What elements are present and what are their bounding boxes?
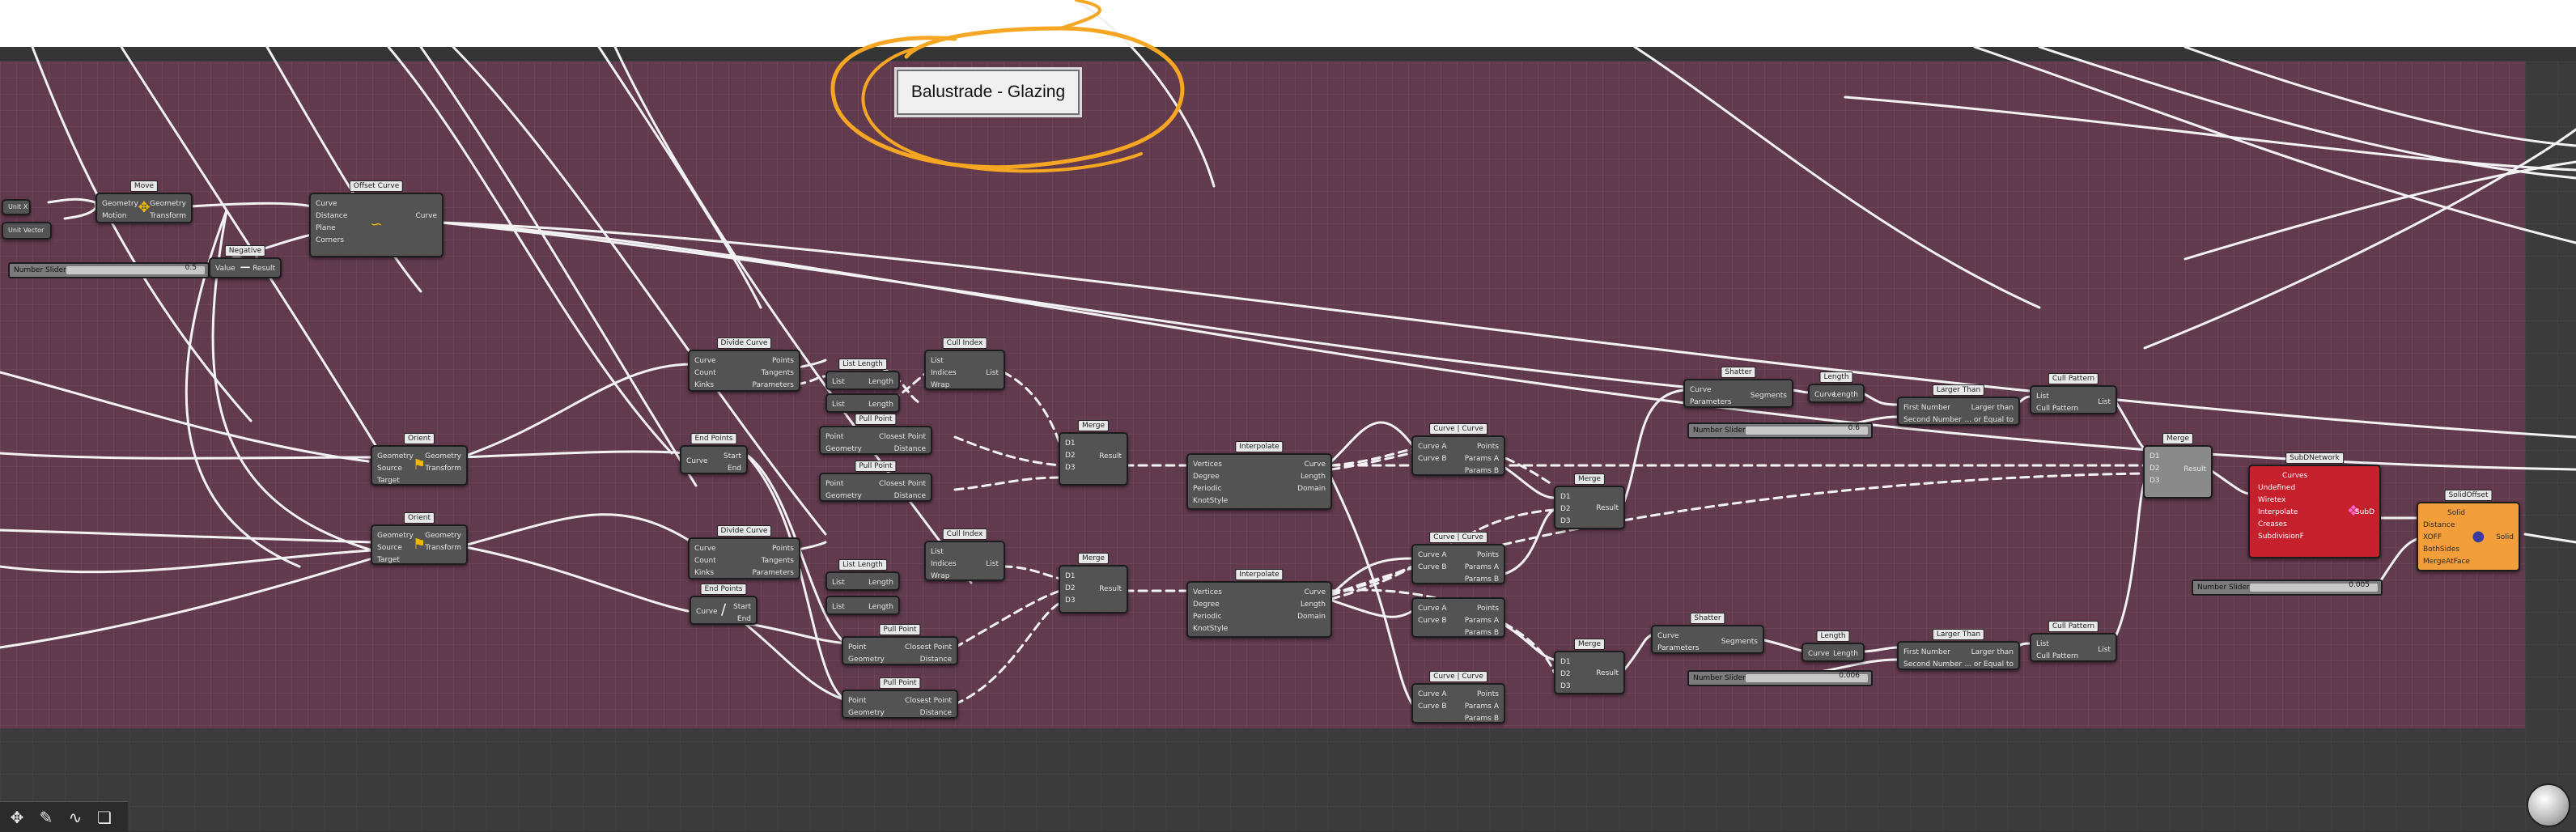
- length-component-2[interactable]: Length Curve Length: [1802, 630, 1865, 662]
- number-slider-2[interactable]: Number Slider 0.6: [1687, 422, 1873, 439]
- top-bar: [0, 0, 2576, 47]
- slider-track[interactable]: [66, 266, 205, 274]
- unit-vector-component[interactable]: Unit Vector: [2, 222, 52, 240]
- slider-track[interactable]: [1746, 427, 1868, 435]
- sketch-icon[interactable]: ✎: [39, 807, 53, 827]
- length-component-1[interactable]: Length Curve Length: [1808, 371, 1865, 403]
- canvas-top-strip: [0, 47, 2576, 62]
- number-slider-4[interactable]: Number Slider 0.005: [2192, 579, 2383, 596]
- title-panel[interactable]: Balustrade - Glazing: [897, 70, 1080, 115]
- title-panel-text: Balustrade - Glazing: [910, 83, 1066, 101]
- navigation-ball[interactable]: [2527, 783, 2570, 827]
- move-icon: ✥: [138, 199, 151, 216]
- number-slider-3[interactable]: Number Slider 0.006: [1687, 670, 1873, 686]
- slider-track[interactable]: [2250, 584, 2378, 592]
- unit-x-component[interactable]: Unit X: [2, 199, 31, 215]
- pan-icon[interactable]: ✥: [10, 807, 24, 827]
- list-length-component-4[interactable]: List Length: [825, 596, 900, 615]
- list-length-component-1[interactable]: List Length List Length: [825, 359, 900, 390]
- negative-component[interactable]: Negative Value − Result: [209, 245, 282, 278]
- orient-icon: ⚑: [412, 456, 427, 473]
- list-length-component-3[interactable]: List Length List Length: [825, 559, 900, 591]
- number-slider-1[interactable]: Number Slider 0.5: [8, 262, 210, 278]
- subd-icon: ❖: [2346, 503, 2361, 520]
- negative-icon: −: [239, 259, 252, 276]
- end-points-icon: ∕: [720, 601, 727, 618]
- wire-icon[interactable]: ∿: [68, 807, 83, 827]
- offset-curve-icon: ∽: [370, 216, 383, 233]
- solid-offset-icon: ●: [2472, 528, 2485, 545]
- group-icon[interactable]: ❏: [97, 807, 112, 827]
- slider-track[interactable]: [1746, 674, 1868, 682]
- list-length-component-2[interactable]: List Length: [825, 393, 900, 413]
- bottom-toolbar: ✥ ✎ ∿ ❏: [0, 801, 128, 832]
- orient-icon: ⚑: [412, 536, 427, 553]
